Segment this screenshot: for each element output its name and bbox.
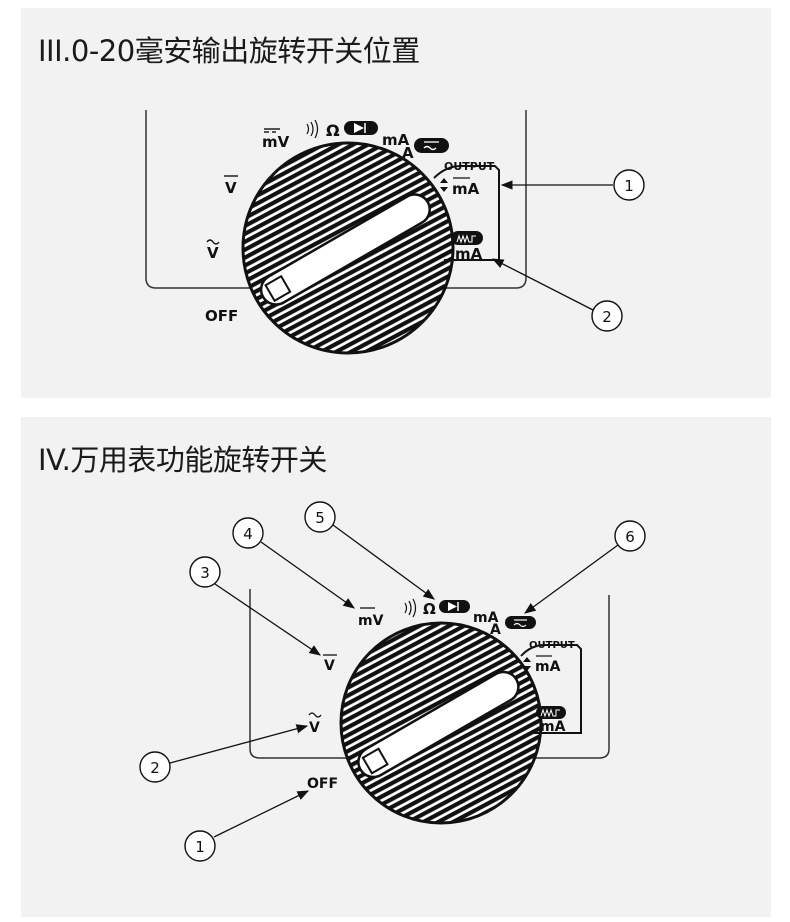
- label-ma-sim: mA: [455, 245, 483, 263]
- callout-2: 2: [591, 300, 623, 332]
- label-ohm: Ω: [326, 121, 340, 140]
- label-off: OFF: [307, 776, 338, 792]
- label-v-dc: V: [324, 658, 335, 674]
- label-mv: mV: [262, 133, 290, 151]
- label-v-ac: V: [309, 720, 320, 736]
- svg-text:1: 1: [624, 177, 634, 195]
- label-v-dc: V: [225, 179, 237, 197]
- callout-6: 6: [614, 520, 646, 552]
- label-a: A: [402, 144, 414, 162]
- panel-title: III.0-20毫安输出旋转开关位置: [38, 34, 420, 68]
- label-off: OFF: [205, 307, 238, 325]
- svg-text:5: 5: [315, 509, 325, 527]
- callout-1: 1: [613, 169, 645, 201]
- multimeter-switch-diagram: mV V V OFF Ω mA A OUTPUT mA mA: [139, 501, 646, 862]
- svg-text:4: 4: [243, 525, 253, 543]
- output-switch-diagram: mV V V OFF Ω mA A OUTPUT mA mA: [145, 110, 645, 355]
- ac-dc-icon: [505, 616, 536, 629]
- diode-icon: [344, 121, 378, 135]
- rotary-dial[interactable]: [241, 141, 455, 355]
- label-ma: mA: [473, 610, 499, 626]
- label-ma: mA: [382, 131, 410, 149]
- callout-2: 2: [139, 751, 171, 783]
- dial-pointer: [259, 193, 431, 306]
- ac-dc-icon: [414, 138, 449, 153]
- up-down-icon: [440, 178, 448, 192]
- simulate-icon: [536, 706, 566, 719]
- continuity-icon: [404, 598, 417, 618]
- svg-text:3: 3: [200, 564, 210, 582]
- continuity-icon: [306, 119, 319, 139]
- label-ma-output: mA: [535, 659, 561, 675]
- output-bracket: [520, 644, 582, 734]
- label-v-ac: V: [207, 244, 219, 262]
- panel-title: IV.万用表功能旋转开关: [38, 443, 327, 477]
- panel-multimeter-switch: IV.万用表功能旋转开关 mV V V OFF Ω mA A: [21, 417, 771, 917]
- svg-text:1: 1: [195, 838, 205, 856]
- label-mv: mV: [358, 613, 384, 629]
- callout-5: 5: [304, 501, 336, 533]
- panel-output-switch: III.0-20毫安输出旋转开关位置 mV V V OFF Ω mA: [21, 8, 771, 398]
- callout-3: 3: [189, 556, 221, 588]
- svg-text:6: 6: [625, 528, 635, 546]
- svg-text:2: 2: [602, 308, 612, 326]
- label-a: A: [490, 622, 501, 638]
- dial-pointer: [357, 670, 520, 779]
- up-down-icon: [523, 657, 531, 671]
- callout-1: 1: [184, 830, 216, 862]
- label-output: OUTPUT: [444, 160, 495, 173]
- output-bracket: [433, 165, 500, 261]
- label-ohm: Ω: [423, 600, 436, 618]
- callout-4: 4: [232, 517, 264, 549]
- rotary-dial[interactable]: [339, 621, 543, 825]
- label-output: OUTPUT: [529, 640, 575, 651]
- simulate-icon: [451, 231, 483, 245]
- svg-text:2: 2: [150, 759, 160, 777]
- diode-icon: [439, 600, 470, 613]
- label-ma-output: mA: [452, 180, 480, 198]
- label-ma-sim: mA: [540, 719, 566, 735]
